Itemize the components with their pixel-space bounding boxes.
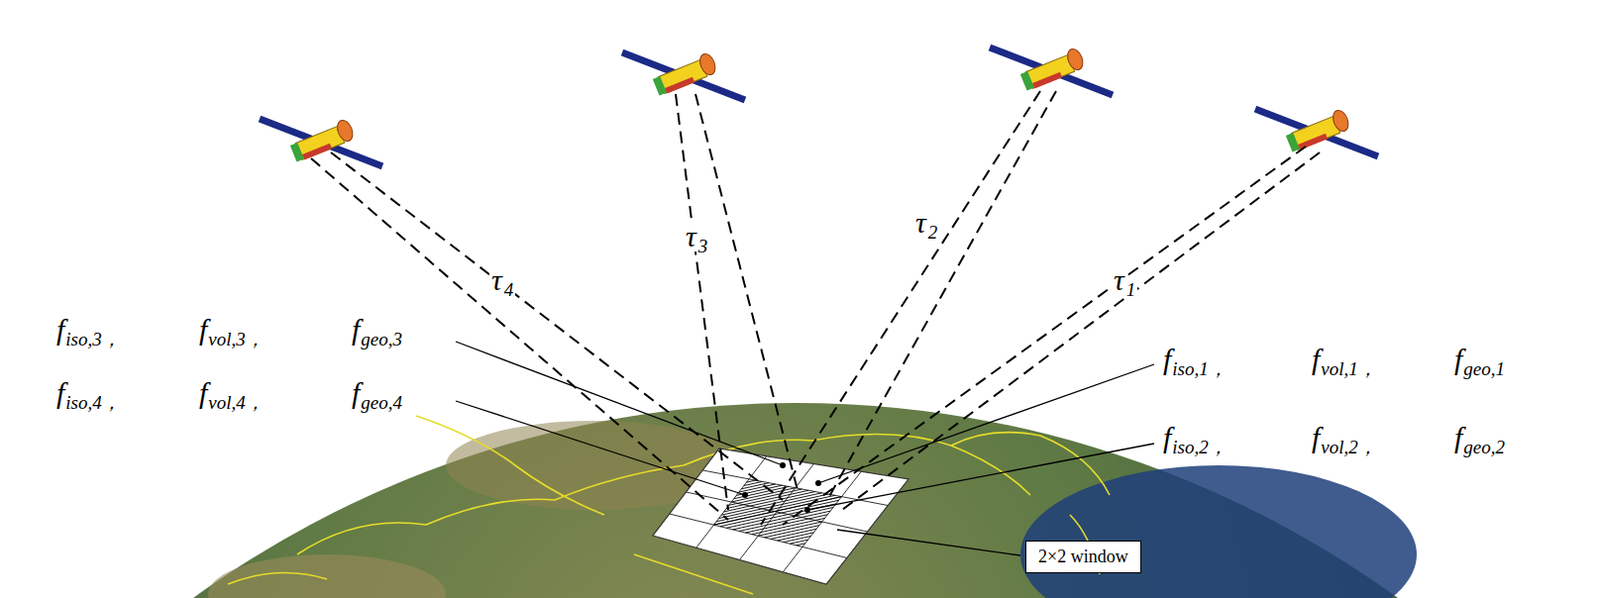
kernel-subscript: geo,1 <box>1463 359 1505 379</box>
kernel-subscript: geo,4 <box>360 393 403 413</box>
satellite <box>989 46 1113 96</box>
window-hatch <box>731 488 796 503</box>
satellite <box>259 117 383 167</box>
window-hatch <box>783 536 812 543</box>
kernel-symbol: f <box>56 378 65 409</box>
pixel-centres <box>742 462 822 514</box>
grid-line <box>669 514 848 559</box>
kernel-symbol: f <box>56 315 65 345</box>
kernel-subscript: vol,4， <box>208 393 264 413</box>
land <box>208 554 446 598</box>
delay-index: 3 <box>696 236 711 256</box>
delay-index: 2 <box>926 222 941 242</box>
kernel-symbol: f <box>1311 344 1320 375</box>
kernel-symbol: f <box>1163 344 1172 375</box>
window-hatch <box>724 492 816 513</box>
window-hatch <box>714 497 843 527</box>
callout-text: 2×2 window <box>1038 546 1129 567</box>
kernel-symbol: f <box>1454 423 1463 453</box>
grid-ground <box>652 448 909 585</box>
kernel-symbol: f <box>1163 423 1172 453</box>
ocean <box>1020 465 1417 598</box>
kernel-subscript: geo,3 <box>360 329 403 349</box>
kernel-subscript: vol,1， <box>1320 359 1377 379</box>
window-hatch <box>757 522 823 536</box>
kernel-symbol: f <box>199 315 208 345</box>
kernel-subscript: iso,2， <box>1172 437 1227 457</box>
kernel-subscript: iso,1， <box>1172 359 1227 379</box>
window-hatch <box>733 508 834 531</box>
kernel-symbol: f <box>351 315 360 345</box>
pixel-grid <box>652 448 909 585</box>
kernel-subscript: geo,2 <box>1463 437 1505 457</box>
delay-index: 1 <box>1124 280 1139 300</box>
kernel-symbol: f <box>351 378 360 409</box>
borders <box>227 416 1110 595</box>
window-hatch <box>796 543 806 546</box>
kernel-subscript: iso,3， <box>65 329 120 349</box>
window-hatch <box>746 480 755 483</box>
window-hatch <box>739 511 831 532</box>
leader-lines <box>455 341 1155 556</box>
window-hatch <box>714 497 843 527</box>
kernel-symbol: f <box>1454 344 1463 375</box>
window-callout-box: 2×2 window <box>1025 540 1142 574</box>
window-hatch <box>770 529 817 539</box>
kernel-subscript: iso,4， <box>65 393 120 413</box>
delay-index: 4 <box>502 280 517 300</box>
window-hatch <box>764 526 820 538</box>
earth-globe <box>0 403 1600 598</box>
satellite <box>1255 107 1379 157</box>
kernel-subscript: vol,2， <box>1320 437 1377 457</box>
kernel-subscript: vol,3， <box>208 329 264 349</box>
kernel-symbol: f <box>199 378 208 409</box>
satellite <box>622 51 746 101</box>
kernel-symbol: f <box>1311 423 1320 453</box>
view-beams <box>311 91 1320 526</box>
window-hatch <box>789 539 808 544</box>
